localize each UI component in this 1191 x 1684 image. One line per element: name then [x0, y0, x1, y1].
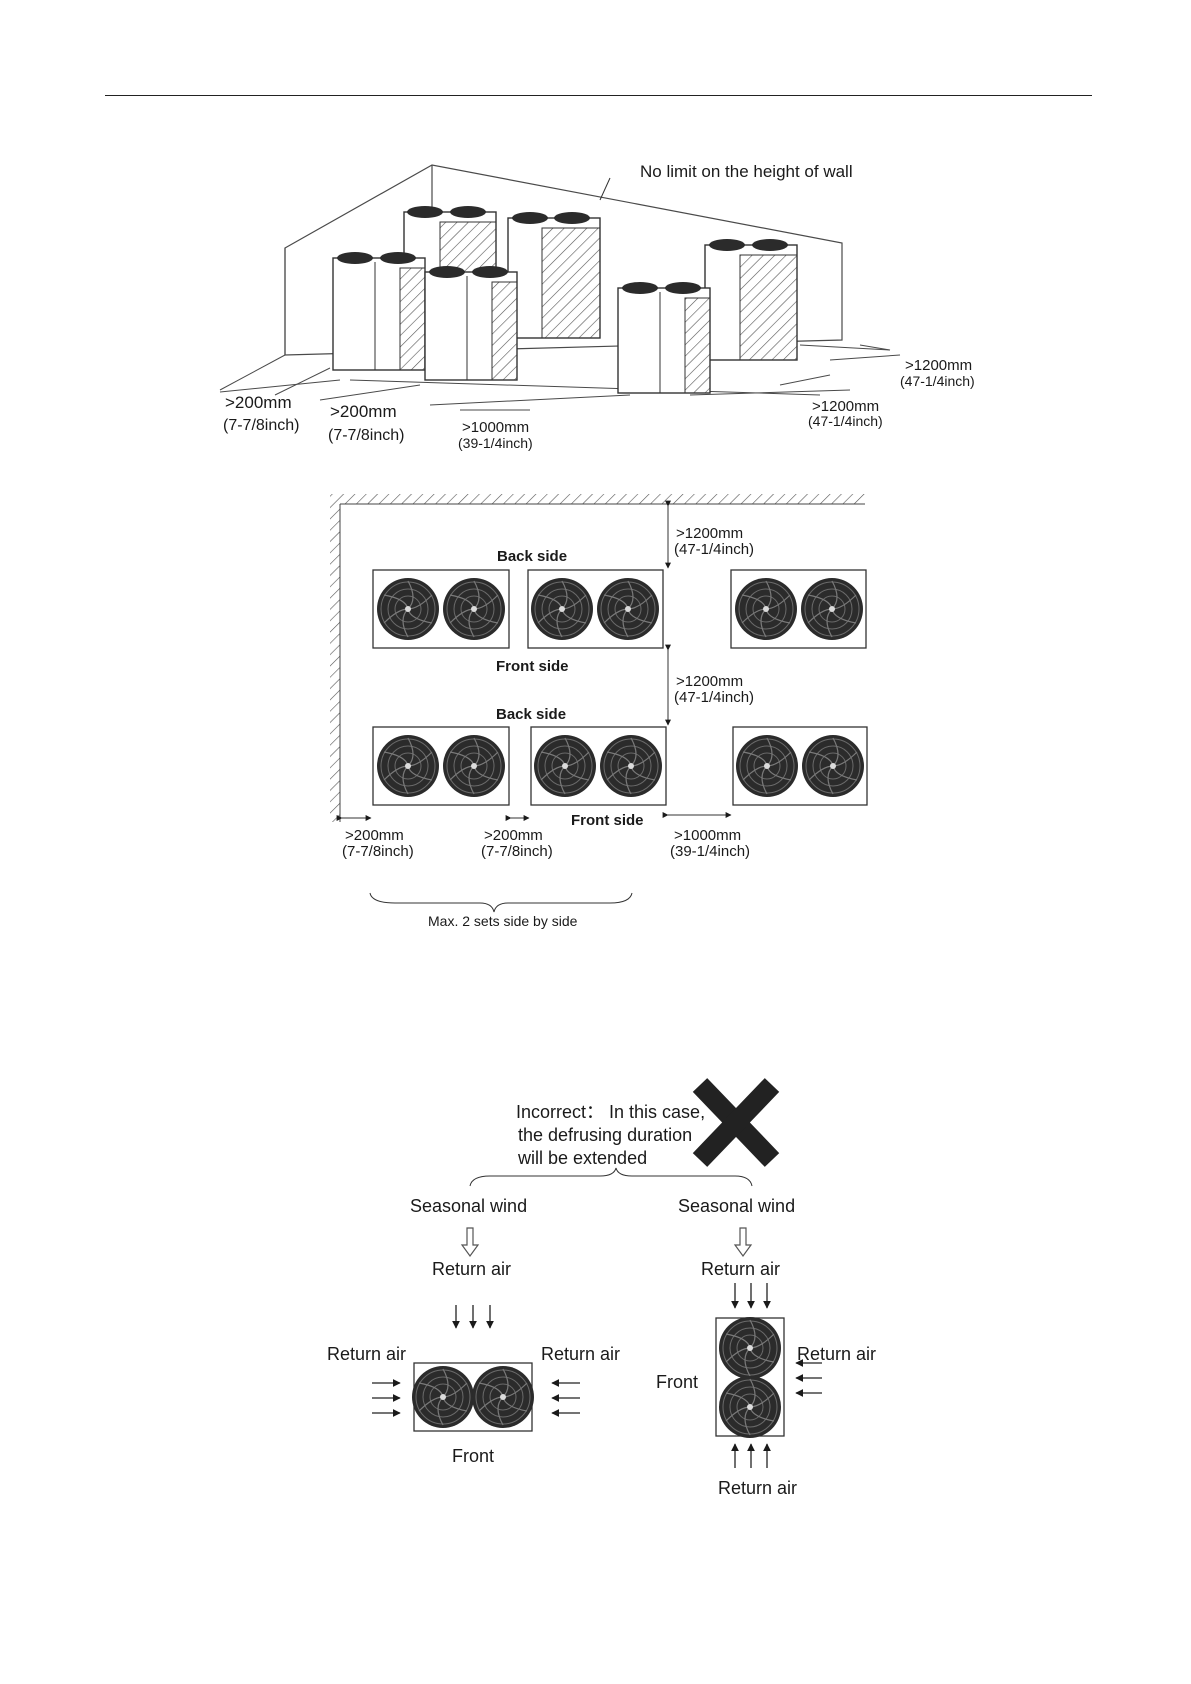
group-gap-value: >1000mm [462, 419, 529, 436]
left-gap-inch: (7-7/8inch) [223, 417, 299, 434]
front-clearance-2-value: >1200mm [812, 398, 879, 415]
right-return-air-top: Return air [701, 1259, 780, 1279]
seasonal-wind-arrow-icon [733, 1227, 753, 1258]
top-clearance-value: >1200mm [676, 525, 743, 542]
fan-icon [734, 577, 798, 641]
fan-icon [442, 577, 506, 641]
header-rule [105, 95, 1092, 96]
fan-icon [599, 734, 663, 798]
fan-icon [533, 734, 597, 798]
dimension-lines [336, 500, 732, 913]
fan-icon [800, 577, 864, 641]
unit-row-1 [372, 569, 867, 649]
middle-gap-value: >200mm [330, 402, 397, 421]
incorrect-line-1: Incorrect： In this case, [516, 1102, 705, 1122]
left-return-air-right: Return air [541, 1344, 620, 1364]
fan-icon [471, 1365, 535, 1429]
ground-lines [219, 344, 901, 411]
right-front-label: Front [656, 1372, 698, 1392]
wall-note-leader [599, 177, 611, 201]
row-clearance-value: >1200mm [676, 673, 743, 690]
top-wall [330, 494, 865, 504]
fan-icon [718, 1316, 782, 1380]
outdoor-unit [507, 212, 601, 339]
seasonal-wind-arrow-icon [460, 1227, 480, 1258]
outdoor-unit [332, 252, 426, 371]
incorrect-line-2: the defrusing duration [518, 1125, 692, 1145]
middle-gap-inch: (7-7/8inch) [328, 427, 404, 444]
fan-icon [596, 577, 660, 641]
top-clearance-inch: (47-1/4inch) [674, 541, 754, 558]
front-clearance-1-value: >1200mm [905, 357, 972, 374]
right-return-air-right: Return air [797, 1344, 876, 1364]
left-front-label: Front [452, 1446, 494, 1466]
plan-left-gap-value: ˃200mm [345, 827, 404, 844]
plan-middle-gap-value: ˃200mm [484, 827, 543, 844]
front-clearance-2-inch: (47-1/4inch) [808, 413, 883, 429]
brace [469, 1167, 753, 1187]
left-gap-value: >200mm [225, 393, 292, 412]
front-side-label-2: Front side [571, 812, 644, 829]
plan-middle-gap-inch: (7-7/8inch) [481, 843, 553, 860]
right-return-air-bottom: Return air [718, 1478, 797, 1498]
left-wall [330, 504, 340, 822]
plan-group-gap-inch: (39-1/4inch) [670, 843, 750, 860]
seasonal-wind-left: Seasonal wind [410, 1196, 527, 1216]
outdoor-unit [704, 239, 798, 361]
row-clearance-inch: (47-1/4inch) [674, 689, 754, 706]
left-return-air-top: Return air [432, 1259, 511, 1279]
front-clearance-1-inch: (47-1/4inch) [900, 373, 975, 389]
plan-view: Back side Front side Back side Front sid… [330, 494, 868, 929]
left-return-air-left: Return air [327, 1344, 406, 1364]
outdoor-unit [617, 282, 711, 394]
back-side-label-1: Back side [497, 548, 567, 565]
front-side-label-1: Front side [496, 658, 569, 675]
fan-icon [530, 577, 594, 641]
seasonal-wind-right: Seasonal wind [678, 1196, 795, 1216]
fan-icon [801, 734, 865, 798]
plan-group-gap-value: >1000mm [674, 827, 741, 844]
fan-icon [411, 1365, 475, 1429]
fan-icon [376, 577, 440, 641]
incorrect-x-icon [692, 1078, 780, 1167]
max-sets-note: Max. 2 sets side by side [428, 913, 578, 929]
back-side-label-2: Back side [496, 706, 566, 723]
wall-note-label: No limit on the height of wall [640, 162, 853, 181]
fan-icon [442, 734, 506, 798]
return-air-arrows [372, 1283, 822, 1468]
perspective-view: No limit on the height of wall >200mm (7… [219, 162, 975, 451]
fan-icon [718, 1375, 782, 1439]
outdoor-unit [424, 266, 518, 381]
seasonal-wind-diagram: Incorrect： In this case, the defrusing d… [327, 1078, 876, 1498]
fan-icon [376, 734, 440, 798]
group-gap-inch: (39-1/4inch) [458, 435, 533, 451]
fan-icon [735, 734, 799, 798]
plan-left-gap-inch: (7-7/8inch) [342, 843, 414, 860]
incorrect-line-3: will be extended [517, 1148, 647, 1168]
unit-row-2 [372, 726, 868, 806]
